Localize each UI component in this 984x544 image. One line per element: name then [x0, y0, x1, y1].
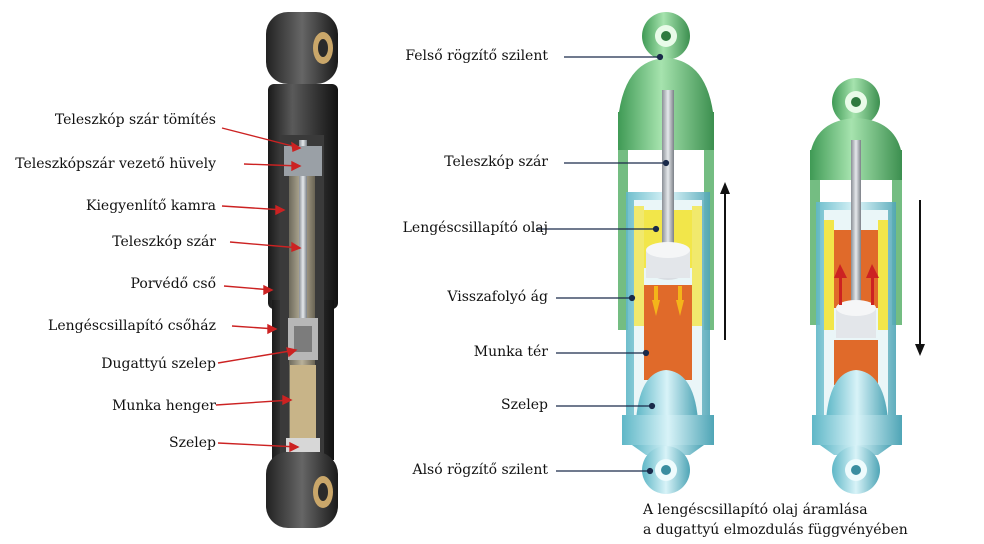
label-visszafolyo-ag: Visszafolyó ág [447, 289, 548, 305]
label-kiegyenlito-kamra: Kiegyenlítő kamra [86, 198, 216, 214]
label-munka-ter: Munka tér [473, 344, 548, 360]
diagram-compression-stroke [810, 78, 925, 494]
diagram-extension-stroke [618, 12, 730, 494]
label-szelep-left: Szelep [169, 435, 216, 451]
label-teleszkop-szar-left: Teleszkóp szár [112, 234, 216, 250]
label-lengescsillapito-csohaz: Lengéscsillapító csőház [48, 318, 216, 334]
label-lengescsillapito-olaj: Lengéscsillapító olaj [402, 220, 548, 236]
label-munka-henger: Munka henger [112, 398, 216, 414]
label-also-rogzito-szilent: Alsó rögzítő szilent [412, 462, 548, 478]
cutaway-shock-absorber [266, 12, 338, 528]
diagram-caption: A lengéscsillapító olaj áramlása a dugat… [643, 500, 908, 540]
label-felso-rogzito-szilent: Felső rögzítő szilent [405, 48, 548, 64]
label-porvedo-cso: Porvédő cső [130, 276, 216, 292]
caption-line-1: A lengéscsillapító olaj áramlása [643, 502, 868, 518]
label-szelep-right: Szelep [501, 397, 548, 413]
caption-line-2: a dugattyú elmozdulás függvényében [643, 522, 908, 538]
right-leader-lines [536, 53, 670, 475]
label-dugattyu-szelep: Dugattyú szelep [101, 356, 216, 372]
label-teleszkopszar-vezeto-huvely: Teleszkópszár vezető hüvely [15, 156, 216, 172]
label-teleszkop-szar-right: Teleszkóp szár [444, 154, 548, 170]
left-leader-lines [215, 127, 302, 453]
label-teleszkop-szar-tomites: Teleszkóp szár tömítés [54, 112, 216, 128]
